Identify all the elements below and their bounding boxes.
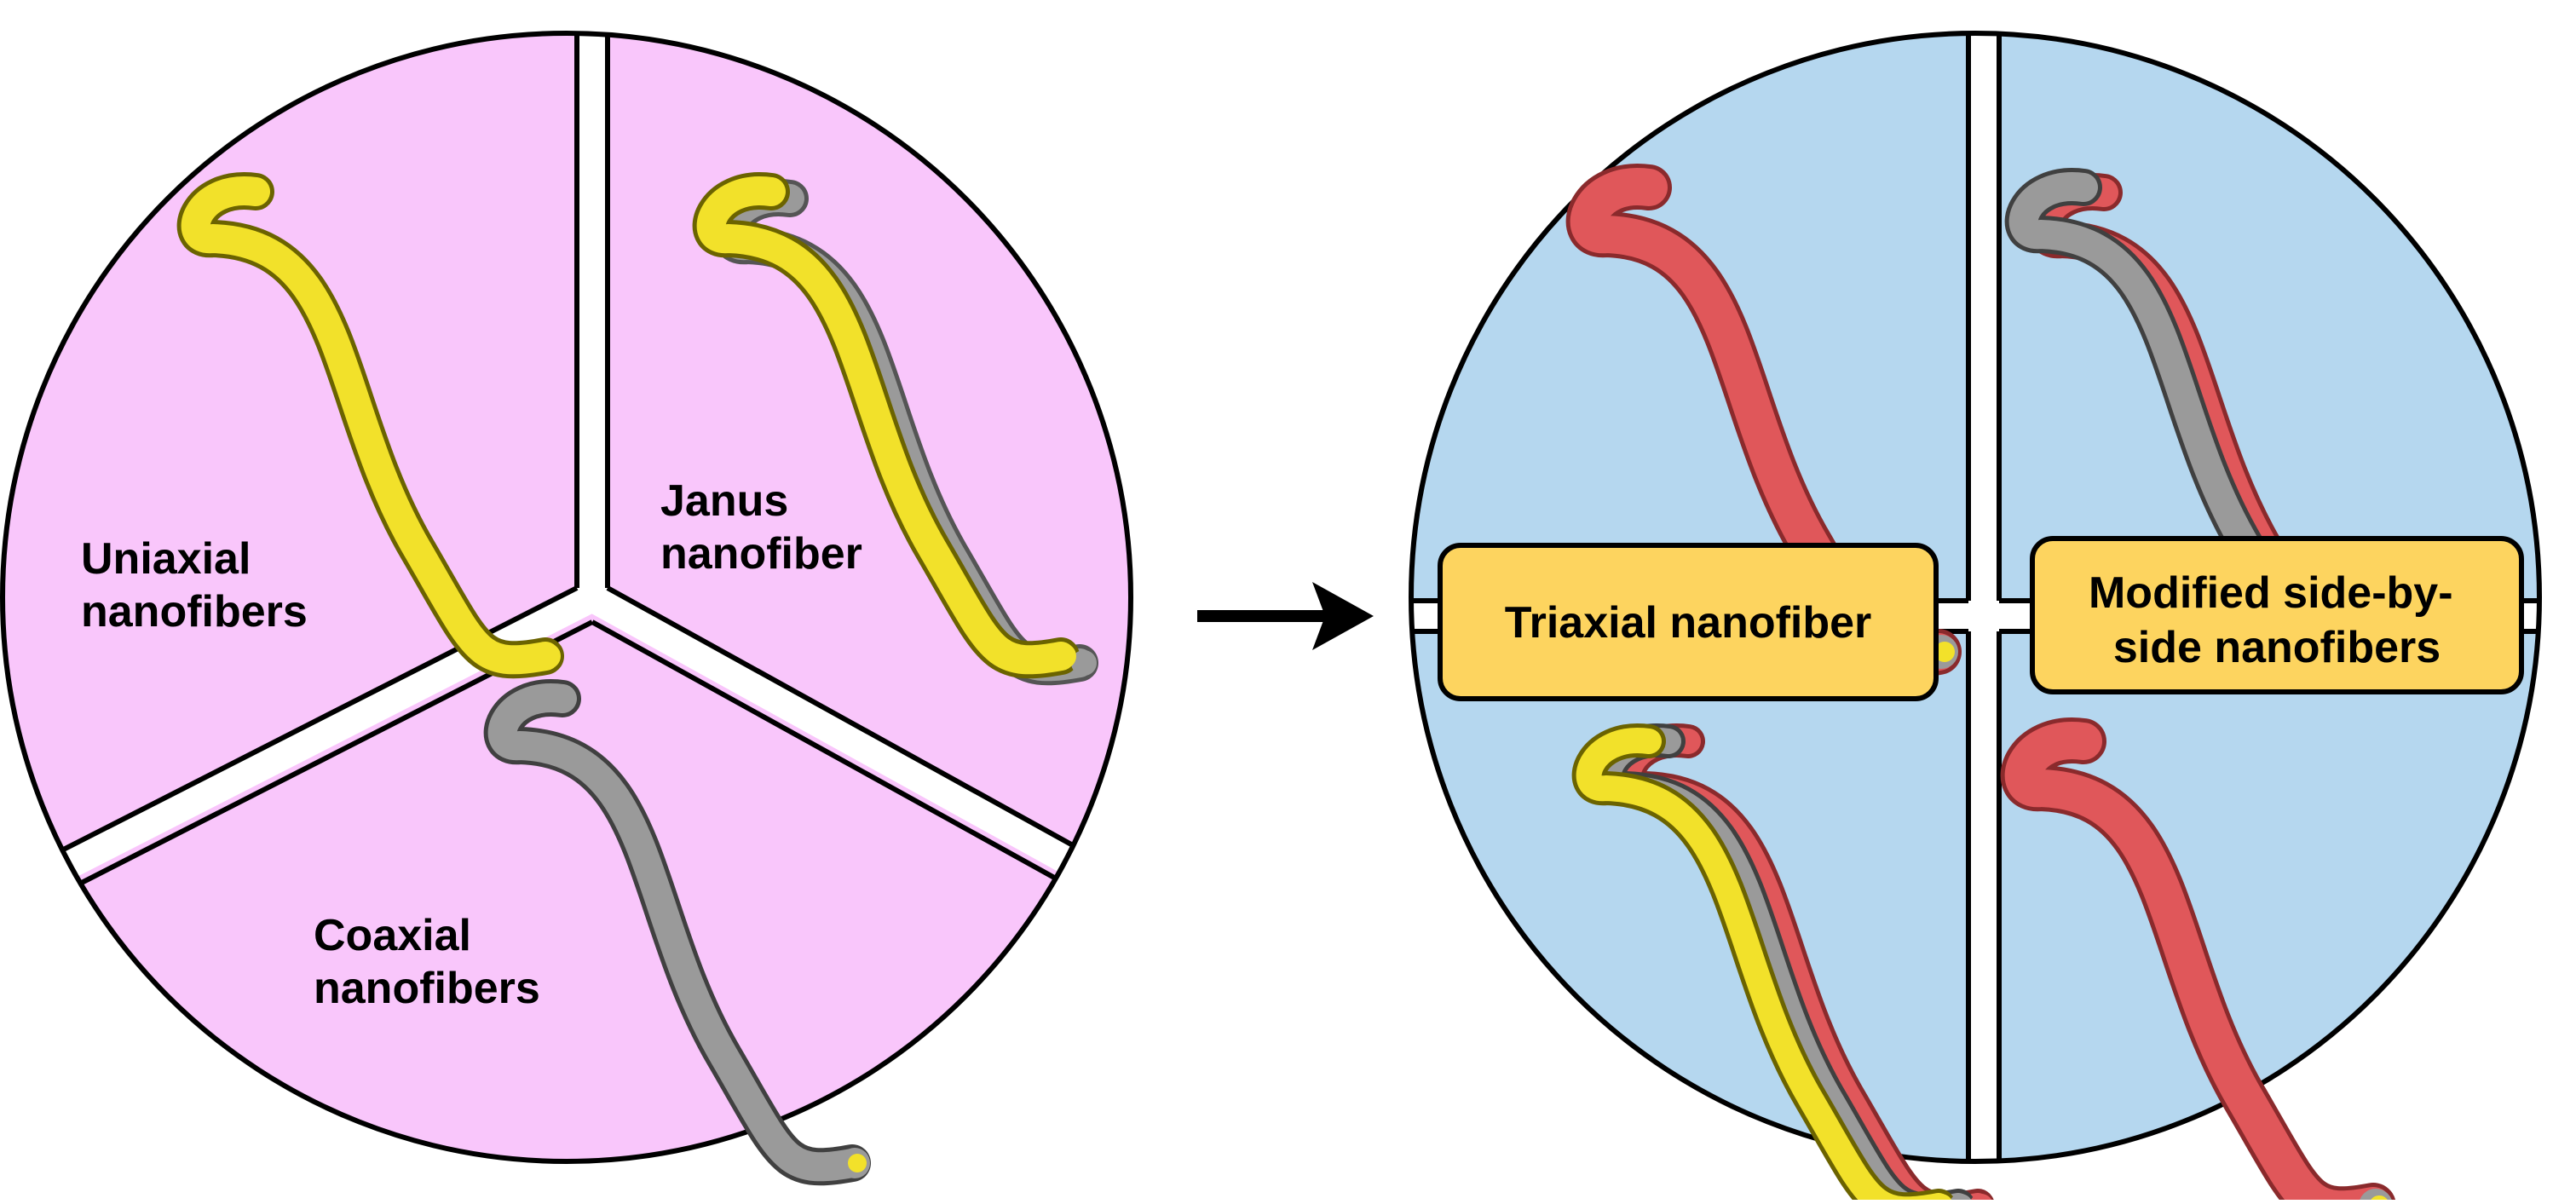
modified-side-by-side-label: Modified side-by- side nanofibers	[2089, 568, 2465, 672]
arrow-right-icon	[1197, 582, 1374, 650]
uniaxial-label: Uniaxial nanofibers	[81, 534, 308, 637]
modified-side-by-side-label-box: Modified side-by- side nanofibers	[2030, 536, 2524, 694]
uniaxial-fiber-icon	[196, 191, 561, 669]
right-circle-outline	[1409, 31, 2542, 1164]
left-circle-outline	[0, 31, 1133, 1164]
left-circle-diagram: Uniaxial nanofibers Janus nanofiber Coax…	[0, 31, 1133, 1200]
coaxial-label: Coaxial nanofibers	[314, 911, 540, 1013]
sector-separator-outline	[574, 33, 610, 588]
quadrant-separator	[1968, 33, 1999, 1161]
coaxial-fiber-icon	[503, 698, 870, 1178]
quadrant-separator-outline	[1966, 33, 2002, 1161]
right-circle-diagram: Triaxial nanofiber Modified side-by- sid…	[1409, 31, 2542, 1204]
triaxial-label-box: Triaxial nanofiber	[1438, 543, 1939, 701]
triaxial-label: Triaxial nanofiber	[1505, 598, 1872, 648]
janus-label: Janus nanofiber	[660, 476, 862, 579]
janus-fiber-icon	[712, 191, 1097, 676]
